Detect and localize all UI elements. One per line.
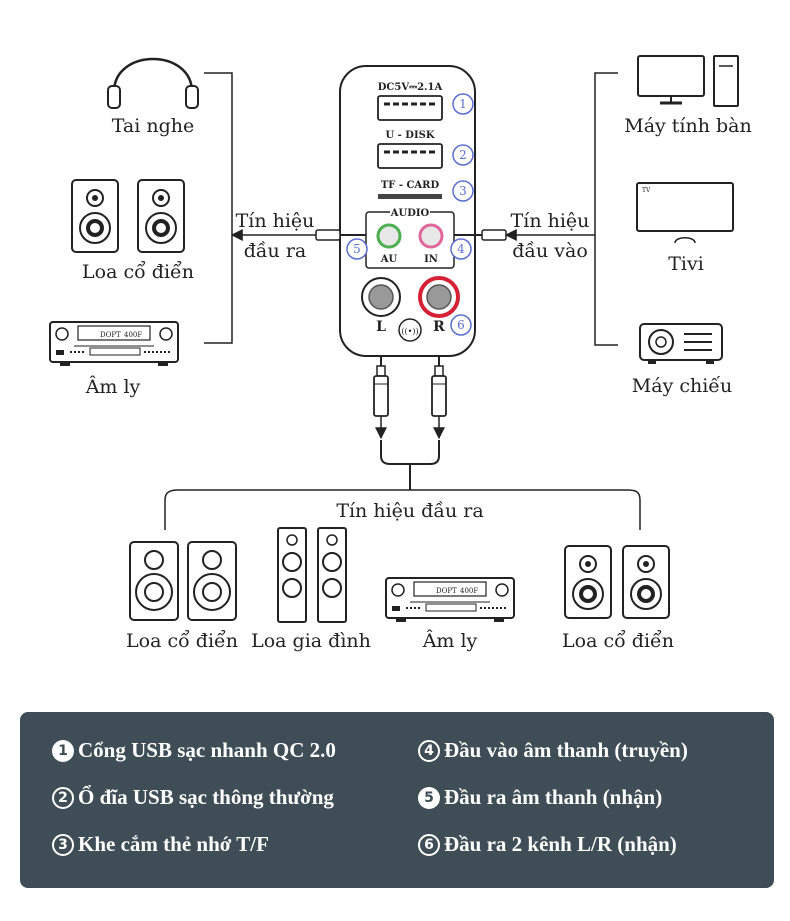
projector-label: Máy chiếu bbox=[632, 375, 732, 397]
legend-number-4: 4 bbox=[418, 739, 440, 762]
input-signal-line1: Tín hiệu bbox=[511, 210, 590, 232]
legend-text-1: Cổng USB sạc nhanh QC 2.0 bbox=[78, 738, 336, 762]
au-label: AU bbox=[380, 254, 398, 265]
legend-item-4: 4 Đầu vào âm thanh (truyền) bbox=[418, 738, 688, 763]
legend-text-4: Đầu vào âm thanh (truyền) bbox=[444, 738, 688, 762]
bottom-output-label: Tín hiệu đầu ra bbox=[336, 500, 483, 522]
legend-text-6: Đầu ra 2 kênh L/R (nhận) bbox=[444, 832, 677, 856]
wireless-icon bbox=[398, 318, 422, 342]
right-bracket bbox=[594, 72, 618, 346]
bottom-device-label-3: Âm ly bbox=[422, 629, 478, 652]
legend-number-6: 6 bbox=[418, 833, 440, 856]
legend-number-3: 3 bbox=[52, 833, 74, 856]
legend-item-6: 6 Đầu ra 2 kênh L/R (nhận) bbox=[418, 832, 677, 857]
usb-qc-port bbox=[377, 95, 443, 121]
legend-number-1: 1 bbox=[52, 739, 74, 762]
marker-5: 5 bbox=[353, 242, 361, 256]
speaker-icon bbox=[136, 178, 186, 254]
legend-text-5: Đầu ra âm thanh (nhận) bbox=[444, 785, 663, 809]
audio-out-jack bbox=[376, 223, 402, 249]
marker-3: 3 bbox=[459, 184, 467, 198]
marker-4: 4 bbox=[457, 242, 465, 256]
legend-text-2: Ổ đĩa USB sạc thông thường bbox=[78, 785, 334, 809]
output-cable bbox=[315, 229, 366, 241]
tfcard-slot bbox=[378, 194, 442, 199]
headphones-icon bbox=[107, 57, 199, 109]
left-label: L bbox=[376, 319, 386, 335]
dc-port-label: DC5V⎓2.1A bbox=[378, 82, 443, 93]
right-label: R bbox=[433, 319, 445, 335]
input-signal-line2: đầu vào bbox=[512, 240, 588, 262]
amp-display-right: 400F bbox=[124, 331, 142, 339]
legend-item-3: 3 Khe cắm thẻ nhớ T/F bbox=[52, 832, 269, 857]
amplifier-icon: DOPT 400F bbox=[49, 321, 179, 367]
tv-label: Tivi bbox=[668, 253, 704, 275]
legend-number-5: 5 bbox=[418, 786, 440, 809]
amplifier-icon: DOPT 400F bbox=[385, 577, 515, 623]
marker-6: 6 bbox=[457, 318, 465, 332]
usb-disk-port bbox=[377, 143, 443, 169]
tower-speakers-icon bbox=[277, 527, 347, 623]
legend-item-5: 5 Đầu ra âm thanh (nhận) bbox=[418, 785, 662, 810]
bookshelf-speakers-icon bbox=[129, 541, 237, 621]
speaker-icon bbox=[621, 544, 671, 620]
bottom-device-label-1: Loa cổ điển bbox=[126, 630, 238, 652]
desktop-label: Máy tính bàn bbox=[624, 115, 752, 137]
left-bracket bbox=[204, 72, 233, 344]
legend-number-2: 2 bbox=[52, 786, 74, 809]
legend-text-3: Khe cắm thẻ nhớ T/F bbox=[78, 832, 269, 856]
amp-display-right: 400F bbox=[460, 587, 478, 595]
output-signal-line1: Tín hiệu bbox=[236, 210, 315, 232]
udisk-port-label: U - DISK bbox=[385, 130, 434, 141]
audio-label: AUDIO bbox=[390, 208, 430, 219]
bottom-device-label-4: Loa cổ điển bbox=[562, 630, 674, 652]
tv-screen-text: TV bbox=[642, 187, 651, 194]
classic-speakers-label: Loa cổ điển bbox=[82, 261, 194, 283]
tv-icon: TV bbox=[636, 182, 734, 244]
projector-icon bbox=[639, 323, 723, 364]
tfcard-slot-label: TF - CARD bbox=[381, 180, 440, 191]
legend-item-1: 1 Cổng USB sạc nhanh QC 2.0 bbox=[52, 738, 336, 763]
amp-display-left: DOPT bbox=[436, 587, 457, 595]
adapter-hub: DC5V⎓2.1A U - DISK TF - CARD AUDIO AU IN… bbox=[339, 65, 476, 357]
marker-2: 2 bbox=[459, 148, 467, 162]
output-signal-line2: đầu ra bbox=[244, 240, 307, 262]
audio-in-jack bbox=[418, 223, 444, 249]
port-markers: 1 2 3 4 5 6 bbox=[346, 93, 474, 336]
amplifier-label: Âm ly bbox=[85, 375, 141, 398]
speaker-icon bbox=[563, 544, 613, 620]
legend-item-2: 2 Ổ đĩa USB sạc thông thường bbox=[52, 785, 334, 810]
bottom-bracket bbox=[164, 489, 641, 530]
amp-display-left: DOPT bbox=[100, 331, 121, 339]
legend-panel: 1 Cổng USB sạc nhanh QC 2.0 2 Ổ đĩa USB … bbox=[20, 712, 774, 888]
desktop-icon bbox=[637, 55, 739, 107]
headphones-label: Tai nghe bbox=[112, 115, 195, 137]
rca-cables bbox=[373, 356, 447, 490]
input-cable bbox=[454, 229, 507, 241]
in-label: IN bbox=[424, 254, 438, 265]
speaker-icon bbox=[70, 178, 120, 254]
connection-diagram: DC5V⎓2.1A U - DISK TF - CARD AUDIO AU IN… bbox=[49, 55, 752, 652]
bottom-device-label-2: Loa gia đình bbox=[251, 630, 371, 652]
marker-1: 1 bbox=[459, 97, 467, 111]
svg-text:((•)): ((•)) bbox=[401, 327, 418, 336]
